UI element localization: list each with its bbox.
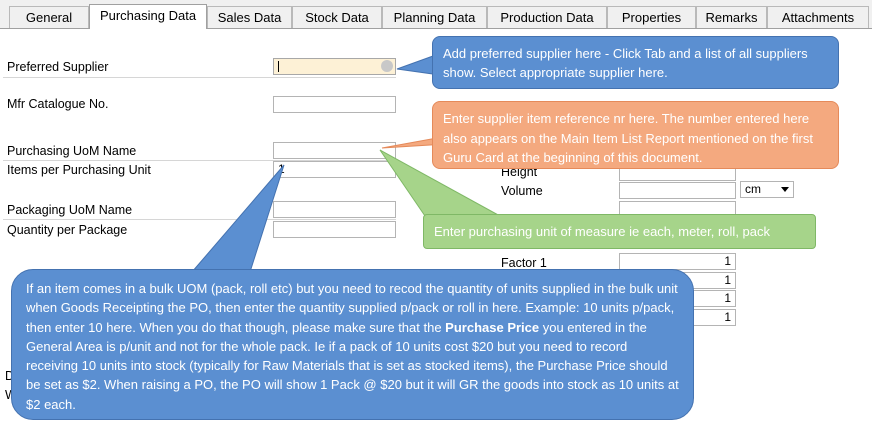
qty-per-package-field[interactable] (273, 221, 396, 238)
callout-uom-text: Enter purchasing unit of measure ie each… (434, 224, 771, 239)
callout-uom: Enter purchasing unit of measure ie each… (423, 214, 816, 249)
callout-bulk-text-2: you entered in the General Area is p/uni… (26, 319, 679, 412)
items-per-unit-field[interactable]: 1 (273, 161, 396, 178)
partial-label-d: D (5, 369, 15, 383)
dropdown-arrow-icon (781, 187, 789, 192)
purchasing-uom-field[interactable] (273, 142, 396, 159)
text-cursor (278, 61, 279, 72)
callout-catalogue-text: Enter supplier item reference nr here. T… (443, 111, 813, 165)
callout-bulk-text-1: If an item comes in a bulk UOM (pack, ro… (26, 281, 678, 335)
row-divider (3, 77, 396, 78)
tab-remarks[interactable]: Remarks (696, 6, 767, 28)
items-per-unit-label: Items per Purchasing Unit (7, 163, 151, 177)
mfr-catalogue-field[interactable] (273, 96, 396, 113)
partial-label-w: W (5, 388, 17, 402)
factor1-field[interactable]: 1 (619, 253, 736, 270)
factor1-label: Factor 1 (501, 256, 547, 270)
tab-general[interactable]: General (9, 6, 89, 28)
callout-bulk-bold: Purchase Price (445, 319, 540, 335)
tab-planning-data[interactable]: Planning Data (382, 6, 487, 28)
link-arrow-icon[interactable] (381, 60, 393, 72)
row-divider (3, 219, 396, 220)
volume-unit-value: cm (745, 182, 761, 196)
mfr-catalogue-label: Mfr Catalogue No. (7, 97, 109, 111)
preferred-supplier-label: Preferred Supplier (7, 60, 109, 74)
volume-unit-select[interactable]: cm (740, 181, 794, 198)
tab-properties[interactable]: Properties (607, 6, 696, 28)
volume-field[interactable] (619, 182, 736, 199)
tab-stock-data[interactable]: Stock Data (292, 6, 382, 28)
callout-catalogue: Enter supplier item reference nr here. T… (432, 101, 839, 169)
row-divider (3, 160, 396, 161)
preferred-supplier-field[interactable] (273, 58, 396, 75)
tab-production-data[interactable]: Production Data (487, 6, 607, 28)
tab-sales-data[interactable]: Sales Data (207, 6, 292, 28)
packaging-uom-label: Packaging UoM Name (7, 203, 133, 217)
callout-supplier-text: Add preferred supplier here - Click Tab … (443, 46, 808, 80)
tab-bar: General Purchasing Data Sales Data Stock… (0, 0, 872, 29)
tab-attachments[interactable]: Attachments (767, 6, 869, 28)
callout-supplier: Add preferred supplier here - Click Tab … (432, 36, 839, 89)
packaging-uom-field[interactable] (273, 201, 396, 218)
volume-label: Volume (501, 184, 543, 198)
qty-per-package-label: Quantity per Package (7, 223, 128, 237)
tab-purchasing-data[interactable]: Purchasing Data (89, 4, 207, 29)
purchasing-uom-label: Purchasing UoM Name (7, 144, 137, 158)
callout-bulk-uom: If an item comes in a bulk UOM (pack, ro… (11, 269, 694, 420)
